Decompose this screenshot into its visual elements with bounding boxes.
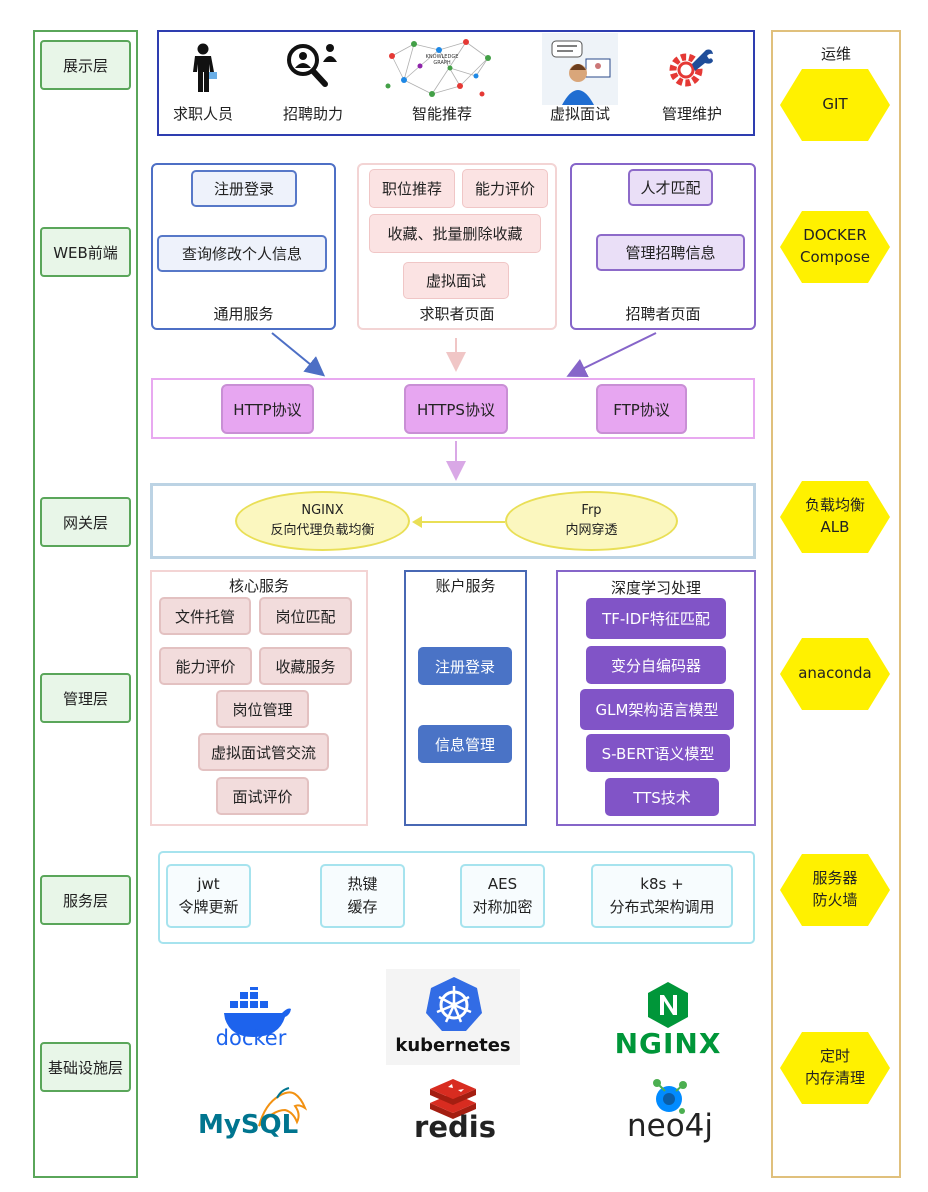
redis-wordmark: redis <box>414 1110 496 1144</box>
account-service-title: 账户服务 <box>435 576 496 595</box>
display-label-recruit: 招聘助力 <box>282 105 343 123</box>
account-info-management: 信息管理 <box>418 725 512 763</box>
neo4j-logo <box>653 1079 687 1114</box>
account-service-panel <box>404 570 527 826</box>
service-k8s: k8s + 分布式架构调用 <box>591 864 733 928</box>
service-aes: AES 对称加密 <box>460 864 545 928</box>
seeker-page-panel <box>357 163 557 330</box>
recruiter-talent-match: 人才匹配 <box>628 169 713 206</box>
layer-column <box>33 30 138 1178</box>
layer-label-management: 管理层 <box>40 673 131 723</box>
core-job-management: 岗位管理 <box>216 690 309 728</box>
core-interview-eval: 面试评价 <box>216 777 309 815</box>
mysql-wordmark: MySQL <box>198 1110 299 1140</box>
neo4j-wordmark: neo4j <box>626 1108 714 1144</box>
protocol-ftp: FTP协议 <box>596 384 687 434</box>
recruiter-page-caption: 招聘者页面 <box>625 305 701 323</box>
docker-wordmark: docker <box>215 1026 287 1050</box>
core-job-match: 岗位匹配 <box>259 597 352 635</box>
kubernetes-logo <box>426 977 482 1031</box>
recruiter-manage-postings: 管理招聘信息 <box>596 234 745 271</box>
deep-learning-title: 深度学习处理 <box>610 578 701 597</box>
ops-title: 运维 <box>820 44 851 63</box>
ops-docker-compose: DOCKER Compose <box>780 211 890 283</box>
dl-sbert: S-BERT语义模型 <box>586 734 730 772</box>
seeker-ability-eval: 能力评价 <box>462 169 548 208</box>
gateway-nginx: NGINX 反向代理负载均衡 <box>235 491 410 551</box>
virtual-interview-icon <box>542 33 618 105</box>
ops-firewall: 服务器 防火墙 <box>780 854 890 926</box>
general-service-panel <box>151 163 336 330</box>
seeker-virtual-interview: 虚拟面试 <box>403 262 509 299</box>
docker-logo <box>224 987 291 1037</box>
protocol-http: HTTP协议 <box>221 384 314 434</box>
nginx-wordmark: NGINX <box>614 1027 722 1060</box>
recruit-search-icon <box>287 44 337 87</box>
seeker-page-caption: 求职者页面 <box>419 305 495 323</box>
core-ability-eval: 能力评价 <box>159 647 252 685</box>
general-query-profile: 查询修改个人信息 <box>157 235 327 272</box>
account-register-login: 注册登录 <box>418 647 512 685</box>
layer-label-display: 展示层 <box>40 40 131 90</box>
display-label-recommend: 智能推荐 <box>411 105 472 123</box>
ops-git: GIT <box>780 69 890 141</box>
display-label-interview: 虚拟面试 <box>549 105 610 123</box>
recruiter-page-panel <box>570 163 756 330</box>
seeker-favorites: 收藏、批量删除收藏 <box>369 214 541 253</box>
gear-wrench-icon <box>669 49 713 87</box>
job-seeker-icon <box>193 43 217 92</box>
knowledge-graph-icon <box>385 39 491 97</box>
core-service-panel <box>150 570 368 826</box>
dl-tfidf: TF-IDF特征匹配 <box>586 598 726 639</box>
display-label-seeker: 求职人员 <box>172 105 233 123</box>
core-service-title: 核心服务 <box>228 576 289 595</box>
core-favorites-service: 收藏服务 <box>259 647 352 685</box>
ops-column <box>771 30 901 1178</box>
knowledge-graph-text: KNOWLEDGE GRAPH <box>425 54 459 66</box>
layer-label-gateway: 网关层 <box>40 497 131 547</box>
layer-label-web: WEB前端 <box>40 227 131 277</box>
protocol-box <box>151 378 755 439</box>
core-virtual-interview-exchange: 虚拟面试管交流 <box>198 733 329 771</box>
arrow-general-to-protocol <box>271 332 326 377</box>
ops-memory-cleanup: 定时 内存清理 <box>780 1032 890 1104</box>
general-service-caption: 通用服务 <box>213 305 274 323</box>
dl-glm: GLM架构语言模型 <box>580 689 734 730</box>
service-layer-box <box>158 851 755 944</box>
layer-label-infra: 基础设施层 <box>40 1042 131 1092</box>
kubernetes-wordmark: kubernetes <box>395 1035 511 1056</box>
protocol-https: HTTPS协议 <box>404 384 508 434</box>
dl-tts: TTS技术 <box>605 778 719 816</box>
service-jwt: jwt 令牌更新 <box>166 864 251 928</box>
dl-vae: 变分自编码器 <box>586 646 726 684</box>
core-file-hosting: 文件托管 <box>159 597 251 635</box>
general-register-login: 注册登录 <box>191 170 297 207</box>
service-hotkey-cache: 热键 缓存 <box>320 864 405 928</box>
ops-load-balancer: 负载均衡 ALB <box>780 481 890 553</box>
display-layer-box <box>157 30 755 136</box>
nginx-logo <box>648 982 688 1028</box>
seeker-job-recommend: 职位推荐 <box>369 169 455 208</box>
mysql-dolphin-icon <box>258 1087 308 1127</box>
ops-anaconda: anaconda <box>780 638 890 710</box>
gateway-frp: Frp 内网穿透 <box>505 491 678 551</box>
gateway-arrow-icon <box>412 516 505 528</box>
display-label-maintenance: 管理维护 <box>661 105 722 123</box>
arrow-recruiter-to-protocol <box>566 332 657 377</box>
deep-learning-panel <box>556 570 756 826</box>
redis-logo <box>430 1079 476 1119</box>
layer-label-service: 服务层 <box>40 875 131 925</box>
